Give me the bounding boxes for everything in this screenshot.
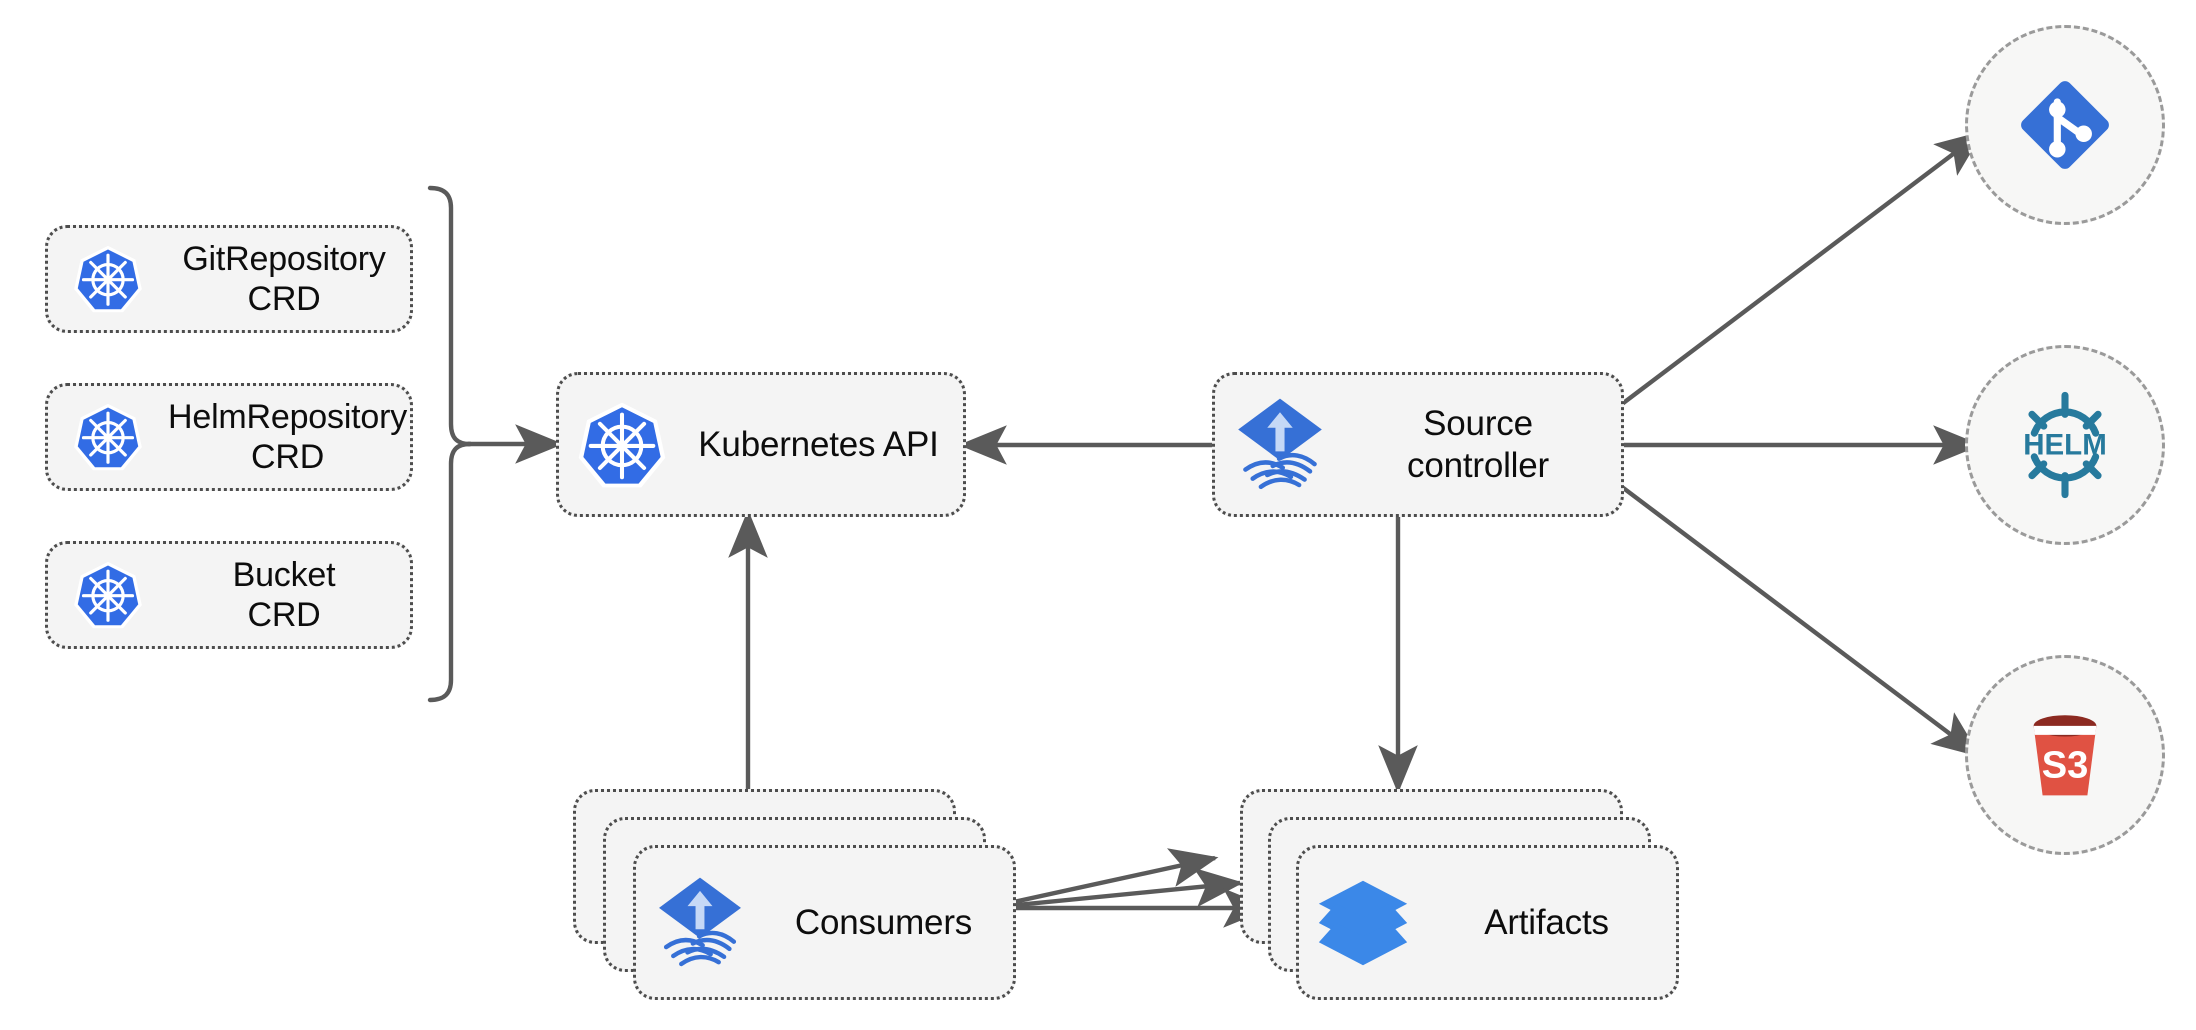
crd-label-line1: HelmRepository: [168, 397, 408, 436]
helm-wordmark: HELM: [2023, 428, 2107, 461]
kubernetes-icon: [48, 559, 168, 631]
crd-label-line2: CRD: [251, 438, 325, 476]
node-kubernetes-api[interactable]: Kubernetes API: [556, 372, 966, 517]
kubernetes-icon: [559, 399, 684, 491]
node-label-kubernetes-api: Kubernetes API: [698, 424, 939, 464]
backend-circle-helm[interactable]: HELM: [1965, 345, 2165, 545]
crd-box-bucket[interactable]: Bucket CRD: [45, 541, 413, 649]
crd-label-line1: Bucket: [232, 555, 336, 594]
crd-label-line2: CRD: [247, 280, 321, 318]
edge-consumers-to-artifacts-1: [985, 848, 1219, 911]
edge-source-to-git: [1620, 130, 1984, 406]
edge-consumers-to-artifacts-2: [985, 867, 1244, 911]
node-label-line1: Source: [1423, 404, 1533, 444]
flux-icon: [1215, 395, 1345, 495]
crd-label-bucket: Bucket CRD: [168, 555, 410, 635]
s3-wordmark: S3: [2042, 744, 2089, 786]
edge-source-to-s3: [1620, 485, 1981, 758]
crd-label-helmrepository: HelmRepository CRD: [168, 397, 417, 477]
crd-label-line2: CRD: [247, 596, 321, 634]
node-consumers[interactable]: Consumers: [633, 845, 1016, 1000]
node-artifacts[interactable]: Artifacts: [1296, 845, 1679, 1000]
s3-icon: S3: [2033, 715, 2097, 796]
crd-group-brace: [427, 185, 473, 703]
node-label-source-controller: Source controller: [1345, 403, 1621, 486]
crd-box-gitrepository[interactable]: GitRepository CRD: [45, 225, 413, 333]
node-source-controller[interactable]: Source controller: [1212, 372, 1624, 517]
backend-circle-s3[interactable]: S3: [1965, 655, 2165, 855]
node-label-line2: controller: [1407, 445, 1549, 485]
crd-label-gitrepository: GitRepository CRD: [168, 239, 410, 319]
kubernetes-icon: [48, 401, 168, 473]
node-label-consumers: Consumers: [794, 902, 973, 942]
node-label-artifacts: Artifacts: [1484, 902, 1609, 942]
kubernetes-icon: [48, 243, 168, 315]
crd-label-line1: GitRepository: [182, 239, 386, 278]
crd-box-helmrepository[interactable]: HelmRepository CRD: [45, 383, 413, 491]
backend-circle-git[interactable]: [1965, 25, 2165, 225]
flux-icon: [636, 874, 764, 972]
git-icon: [2021, 81, 2109, 169]
layers-icon: [1299, 875, 1427, 971]
helm-icon: HELM: [2023, 391, 2107, 499]
